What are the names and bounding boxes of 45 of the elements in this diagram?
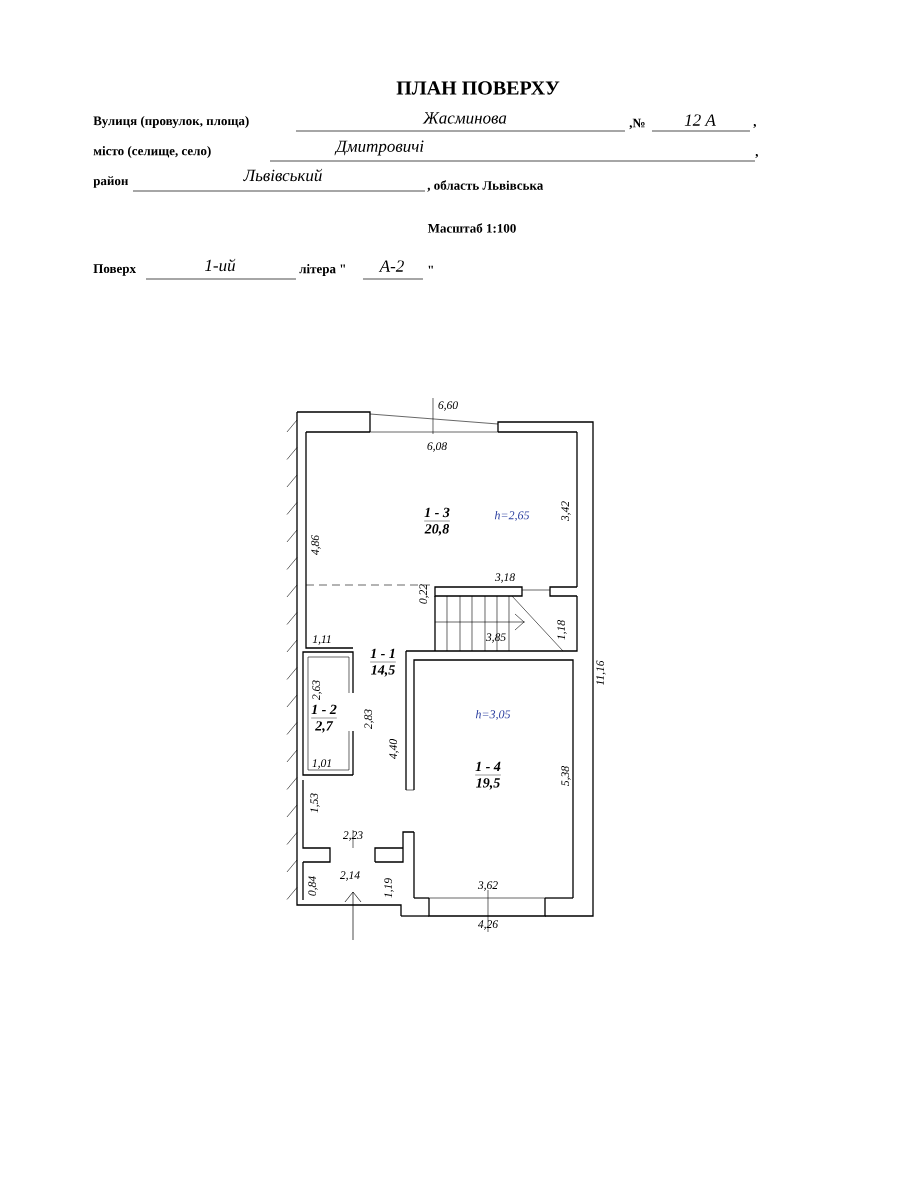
dimension-label: 4,86 <box>311 535 321 556</box>
dimension-label: 4,26 <box>477 920 498 930</box>
room-label: 1 - 1 14,5 <box>369 648 397 677</box>
scale-note: Масштаб 1:100 <box>427 223 516 233</box>
room-label: 1 - 2 2,7 <box>310 704 338 733</box>
field-label: місто (селище, село) <box>93 146 211 158</box>
ceiling-height: h=2,65 <box>494 510 530 522</box>
dimension-label: 0,22 <box>419 584 429 604</box>
ceiling-height: h=3,05 <box>475 709 511 721</box>
punctuation: , <box>753 124 756 128</box>
dimension-label: 3,42 <box>561 501 571 522</box>
handwritten-entry: А-2 <box>378 260 404 272</box>
dimension-label: 1,53 <box>310 793 320 813</box>
dimension-label: 4,40 <box>389 739 399 760</box>
dimension-label: 3,18 <box>494 573 515 583</box>
field-label: Поверх <box>93 264 136 276</box>
dimension-label: 3,85 <box>485 633 506 643</box>
room-label: 1 - 3 20,8 <box>423 507 451 536</box>
field-label: ,№ <box>629 118 645 130</box>
handwritten-entry: Дмитровичі <box>334 140 424 156</box>
dimension-label: 1,18 <box>557 620 567 640</box>
dimension-label: 6,08 <box>427 442 447 452</box>
dimension-label: 1,01 <box>312 759 331 769</box>
handwritten-entry: Львівський <box>243 168 323 182</box>
field-label: літера " <box>299 264 346 276</box>
title: ПЛАН ПОВЕРХУ <box>396 81 560 95</box>
dimension-label: 3,62 <box>477 881 498 891</box>
field-label: Вулиця (провулок, площа) <box>93 116 249 128</box>
dimension-label: 1,19 <box>384 878 394 898</box>
handwritten-entry: 12 А <box>684 114 716 126</box>
handwritten-entry: Жасминова <box>422 112 507 124</box>
dimension-label: 2,14 <box>339 871 360 881</box>
dimension-label: 1,11 <box>312 635 331 645</box>
dimension-label: 5,38 <box>561 766 571 786</box>
dimension-label: 2,83 <box>364 709 374 730</box>
dimension-label: 0,84 <box>308 876 318 896</box>
dimension-label: 6,60 <box>438 401 458 411</box>
dimension-label: 2,23 <box>342 831 363 841</box>
handwritten-entry: 1-ий <box>205 258 236 272</box>
field-label: район <box>93 176 129 188</box>
dimension-label: 11,16 <box>596 660 606 686</box>
room-label: 1 - 4 19,5 <box>474 761 502 790</box>
punctuation: " <box>428 265 433 269</box>
punctuation: , <box>755 154 758 158</box>
field-label: , область Львівська <box>427 180 544 192</box>
